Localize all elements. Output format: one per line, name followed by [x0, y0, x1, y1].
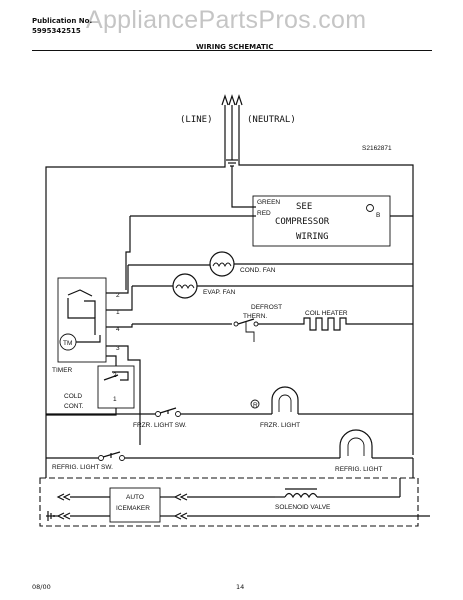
schematic-code: S2162871 — [362, 145, 392, 152]
icemaker-ground-icon — [46, 511, 58, 521]
defrost-therm-line1: DEFROST — [251, 304, 282, 311]
icemaker-connectors-mid — [160, 493, 430, 520]
icemaker-enclosure — [39, 477, 419, 527]
cond-fan-icon — [209, 251, 235, 277]
defrost-thermostat-icon — [233, 318, 259, 342]
watermark: AppliancePartsPros.com — [86, 6, 367, 34]
cold-cont-line1: COLD — [64, 393, 82, 400]
compressor-line1: SEE — [296, 202, 312, 212]
solenoid-valve-coil-icon — [275, 478, 401, 499]
neutral-label: (NEUTRAL) — [247, 115, 296, 125]
solenoid-valve-label: SOLENOID VALVE — [275, 504, 331, 511]
compressor-box — [252, 195, 391, 247]
defrost-therm-line2: THERN. — [243, 313, 267, 320]
timer-motor-label: TM — [63, 340, 72, 347]
cold-cont-terminal-1: 1 — [113, 396, 117, 403]
frzr-light-icon — [271, 386, 299, 414]
auto-icemaker-box — [109, 487, 161, 523]
ground-icon — [226, 152, 238, 167]
frzr-light-sw-label: FRZR. LIGHT SW. — [133, 422, 187, 429]
frzr-light-switch-icon — [155, 407, 181, 417]
timer-terminal-4: 4 — [116, 326, 120, 333]
timer-label: TIMER — [52, 367, 73, 374]
cond-fan-label: COND. FAN — [240, 267, 276, 274]
line-label: (LINE) — [180, 115, 213, 125]
refrig-light-label: REFRIG. LIGHT — [335, 466, 382, 473]
coil-heater-icon — [300, 317, 350, 331]
page-title: WIRING SCHEMATIC — [196, 43, 274, 51]
timer-terminal-3: 3 — [116, 345, 120, 352]
frzr-lamp-marker-icon — [250, 399, 260, 409]
title-rule — [32, 50, 432, 51]
red-label: RED — [257, 210, 271, 217]
frzr-lamp-marker: R — [253, 402, 258, 409]
timer-contacts — [59, 289, 101, 351]
footer-date: 08/00 — [32, 583, 51, 591]
timer-terminal-1: 1 — [116, 309, 120, 316]
refrig-light-sw-label: REFRIG. LIGHT SW. — [52, 464, 113, 471]
evap-fan-label: EVAP. FAN — [203, 289, 236, 296]
compressor-line3: WIRING — [296, 232, 329, 242]
publication-label: Publication No. — [32, 17, 93, 25]
compressor-terminal-icon — [366, 204, 374, 212]
timer-terminal-2: 2 — [116, 292, 120, 299]
compressor-terminal: B — [376, 212, 380, 219]
frzr-light-label: FRZR. LIGHT — [260, 422, 300, 429]
power-plug — [221, 94, 243, 162]
neutral-rail — [238, 140, 414, 455]
refrig-light-icon — [339, 429, 373, 458]
green-label: GREEN — [257, 199, 280, 206]
timer-box — [57, 277, 107, 363]
cold-cont-line2: CONT. — [64, 403, 84, 410]
line-rail — [45, 162, 226, 460]
compressor-line2: COMPRESSOR — [275, 217, 330, 227]
icemaker-connectors-left — [56, 493, 110, 520]
coil-heater-label: COIL HEATER — [305, 310, 348, 317]
auto-icemaker-line2: ICEMAKER — [116, 505, 150, 512]
footer-page-number: 14 — [236, 583, 245, 591]
evap-fan-icon — [172, 273, 198, 299]
refrig-light-switch-icon — [98, 451, 125, 461]
publication-number: 5995342515 — [32, 27, 81, 35]
auto-icemaker-line1: AUTO — [126, 494, 144, 501]
